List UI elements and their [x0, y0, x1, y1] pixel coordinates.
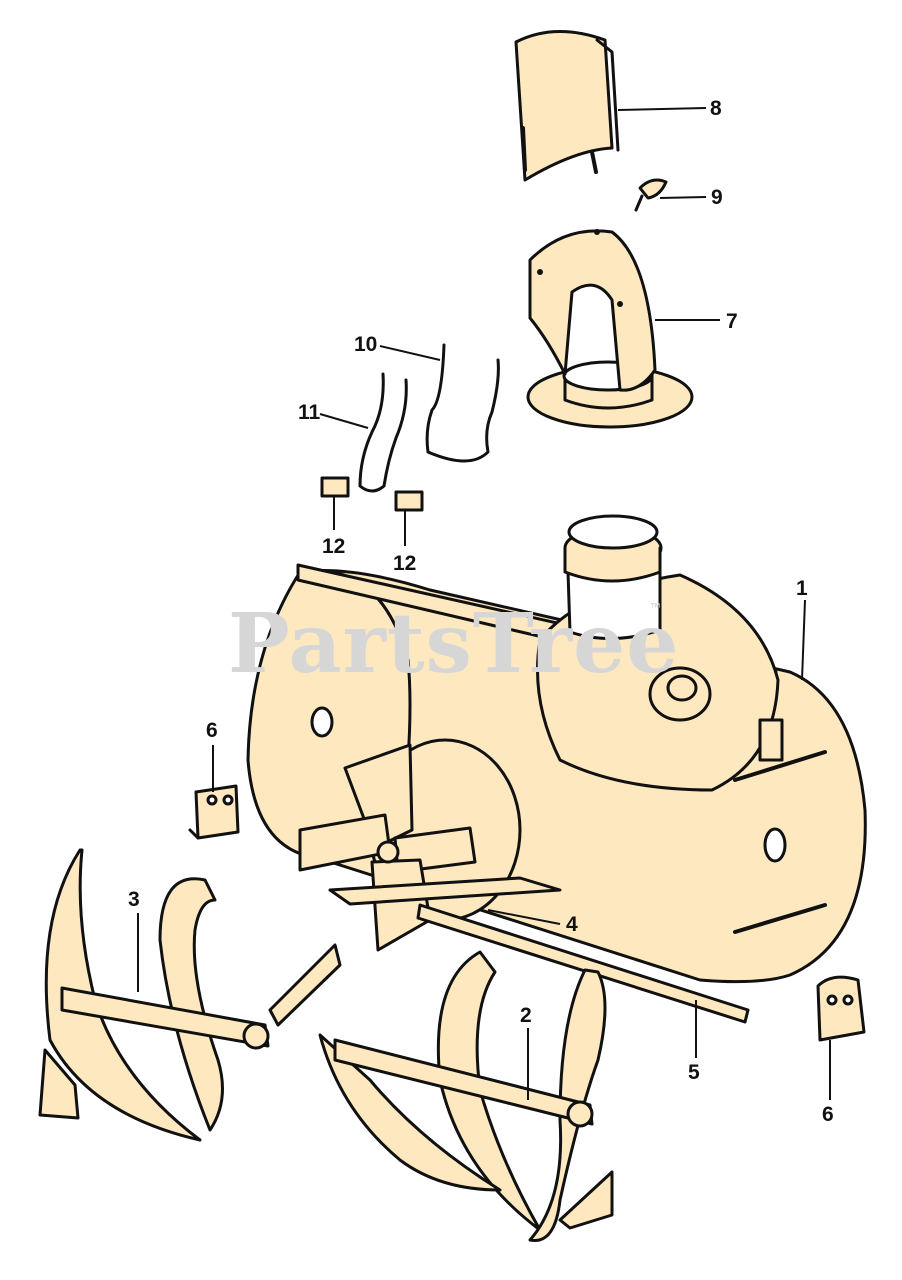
- trademark-symbol: ™: [650, 602, 661, 614]
- callout-7[interactable]: 7: [726, 310, 738, 333]
- chute-rod-small-part[interactable]: [358, 372, 408, 493]
- chute-deflector-part[interactable]: [514, 30, 620, 182]
- discharge-chute-part[interactable]: [526, 229, 694, 429]
- leader-9: [659, 196, 707, 199]
- callout-1[interactable]: 1: [796, 577, 808, 600]
- callout-11[interactable]: 11: [298, 401, 321, 424]
- rod-clip-left-part[interactable]: [320, 476, 350, 498]
- callout-4[interactable]: 4: [566, 913, 578, 936]
- callout-8[interactable]: 8: [710, 97, 722, 120]
- wear-bar-part[interactable]: [416, 903, 750, 1024]
- parts-tree-watermark: PartsTree: [228, 596, 680, 692]
- callout-6b[interactable]: 6: [822, 1103, 834, 1126]
- auger-left-part[interactable]: [38, 848, 342, 1142]
- callout-6a[interactable]: 6: [206, 719, 218, 742]
- skid-shoe-left-part[interactable]: [188, 784, 240, 840]
- callout-12b[interactable]: 12: [393, 552, 417, 575]
- leader-10: [379, 345, 441, 361]
- scraper-bar-part[interactable]: [328, 876, 562, 906]
- skid-shoe-right-part[interactable]: [816, 975, 866, 1042]
- leader-lines: [137, 107, 831, 1100]
- wing-knob-part[interactable]: [634, 178, 668, 212]
- leader-11: [319, 413, 369, 429]
- callout-5[interactable]: 5: [688, 1061, 700, 1084]
- callout-9[interactable]: 9: [711, 186, 723, 209]
- callout-2[interactable]: 2: [520, 1004, 532, 1027]
- auger-right-part[interactable]: [318, 950, 614, 1242]
- callout-12a[interactable]: 12: [322, 535, 346, 558]
- chute-rod-large-part[interactable]: [425, 343, 500, 463]
- callout-10[interactable]: 10: [354, 333, 378, 356]
- rod-clip-right-part[interactable]: [394, 490, 424, 512]
- blower-housing-part[interactable]: [246, 514, 867, 984]
- leader-4: [487, 909, 561, 925]
- leader-1: [801, 599, 806, 681]
- callout-3[interactable]: 3: [128, 888, 140, 911]
- leader-8: [617, 107, 707, 111]
